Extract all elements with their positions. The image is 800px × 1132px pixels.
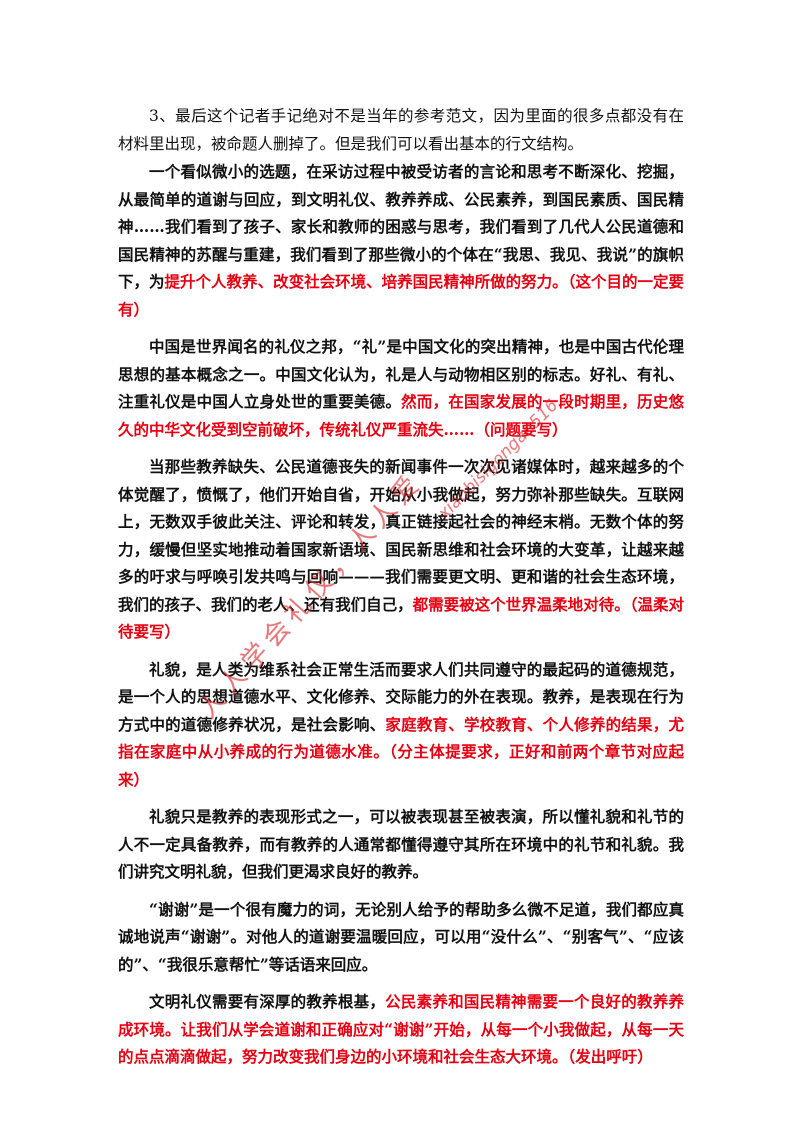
paragraph-8-text: 文明礼仪需要有深厚的教养根基， <box>149 992 386 1011</box>
paragraph-7: “谢谢”是一个很有魔力的词，无论别人给予的帮助多么微不足道，我们都应真诚地说声“… <box>118 896 684 979</box>
paragraph-1: 3、最后这个记者手记绝对不是当年的参考范文，因为里面的很多点都没有在材料里出现，… <box>118 103 684 158</box>
paragraph-5: 礼貌，是人类为维系社会正常生活而要求人们共同遵守的最起码的道德规范，是一个人的思… <box>118 656 684 794</box>
paragraph-4-highlight: 都需要被这个世界温柔地对待。（温柔对待要写） <box>118 594 684 642</box>
paragraph-7-text: “谢谢”是一个很有魔力的词，无论别人给予的帮助多么微不足道，我们都应真诚地说声“… <box>118 899 684 974</box>
paragraph-3: 中国是世界闻名的礼仪之邦，“礼”是中国文化的突出精神，也是中国古代伦理思想的基本… <box>118 333 684 443</box>
paragraph-8: 文明礼仪需要有深厚的教养根基，公民素养和国民精神需要一个良好的教养养成环境。让我… <box>118 988 684 1071</box>
paragraph-2-text: 一个看似微小的选题，在采访过程中被受访者的言论和思考不断深化、挖掘，从最简单的道… <box>118 162 684 291</box>
paragraph-4-text: 当那些教养缺失、公民道德丧失的新闻事件一次次见诸媒体时，越来越多的个体觉醒了，愤… <box>118 457 684 614</box>
paragraph-2-highlight: 提升个人教养、改变社会环境、培养国民精神所做的努力。（这个目的一定要有） <box>118 272 684 319</box>
paragraph-3-text: 中国是世界闻名的礼仪之邦，“礼”是中国文化的突出精神，也是中国古代伦理思想的基本… <box>118 337 684 411</box>
paragraph-6: 礼貌只是教养的表现形式之一，可以被表现甚至被表演，所以懂礼貌和礼节的人不一定具备… <box>118 803 684 886</box>
document-body: 3、最后这个记者手记绝对不是当年的参考范文，因为里面的很多点都没有在材料里出现，… <box>118 103 684 1071</box>
paragraph-4: 当那些教养缺失、公民道德丧失的新闻事件一次次见诸媒体时，越来越多的个体觉醒了，愤… <box>118 453 684 646</box>
paragraph-3-highlight: 然而，在国家发展的一段时期里，历史悠久的中华文化受到空前破坏，传统礼仪严重流失…… <box>118 392 684 439</box>
paragraph-8-highlight: 公民素养和国民精神需要一个良好的教养养成环境。让我们从学会道谢和正确应对“谢谢”… <box>118 992 684 1066</box>
paragraph-1-text: 3、最后这个记者手记绝对不是当年的参考范文，因为里面的很多点都没有在材料里出现，… <box>118 107 684 153</box>
paragraph-6-text: 礼貌只是教养的表现形式之一，可以被表现甚至被表演，所以懂礼貌和礼节的人不一定具备… <box>118 807 684 881</box>
paragraph-2: 一个看似微小的选题，在采访过程中被受访者的言论和思考不断深化、挖掘，从最简单的道… <box>118 158 684 323</box>
paragraph-5-highlight: 家庭教育、学校教育、个人修养的结果，尤指在家庭中从小养成的行为道德水准。（分主体… <box>118 714 684 789</box>
paragraph-5-text: 礼貌，是人类为维系社会正常生活而要求人们共同遵守的最起码的道德规范，是一个人的思… <box>118 659 684 734</box>
